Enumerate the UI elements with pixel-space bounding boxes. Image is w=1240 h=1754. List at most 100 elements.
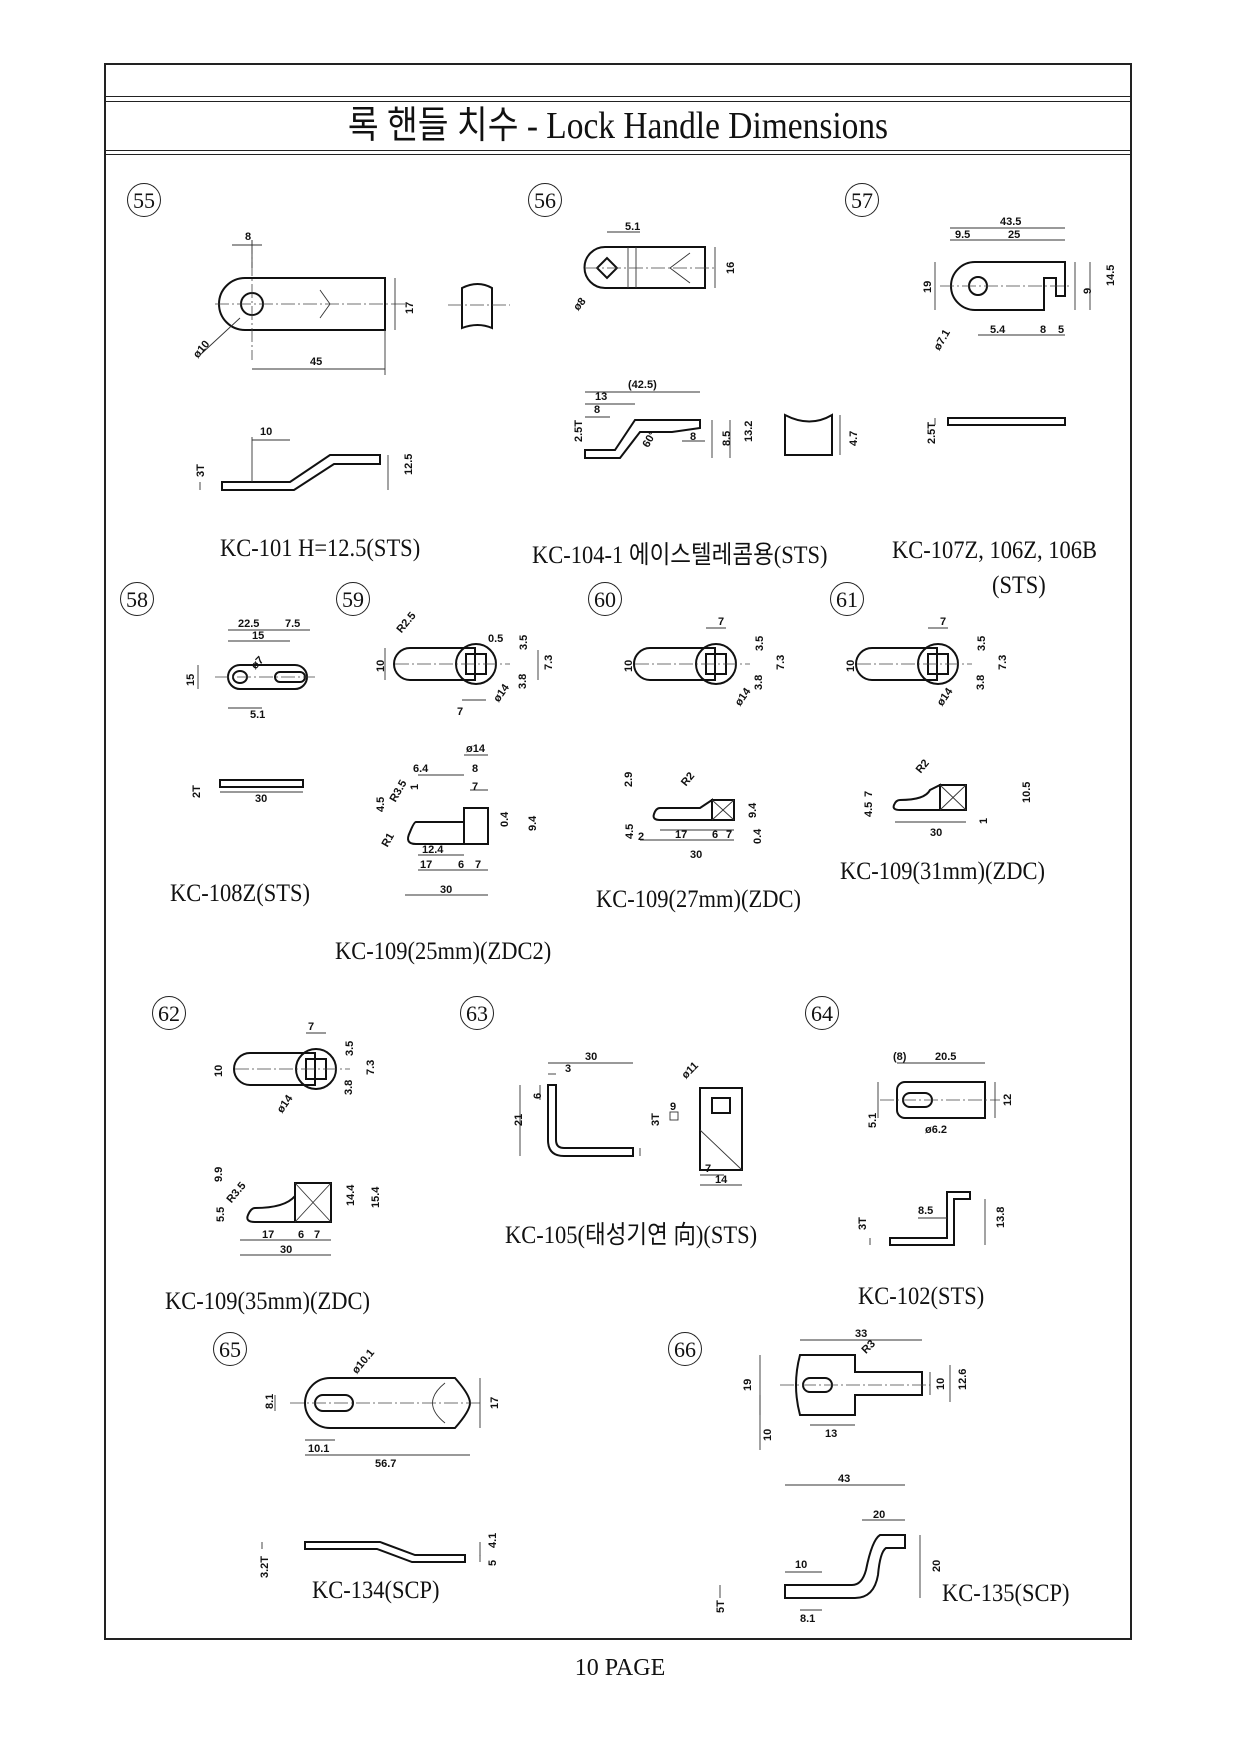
dim-text: 10.5	[1021, 782, 1033, 803]
model-caption-65: KC-134(SCP)	[312, 1577, 440, 1604]
dim-text: 4.5	[375, 797, 387, 812]
dim-text: ø14	[491, 681, 512, 704]
item-number-55: 55	[127, 183, 161, 217]
dim-text: ø14	[466, 743, 486, 755]
dim-text: ø10.1	[350, 1347, 377, 1376]
dim-text: 8	[472, 763, 478, 775]
item-number-63: 63	[460, 996, 494, 1030]
model-caption-62: KC-109(35mm)(ZDC)	[165, 1288, 370, 1315]
dim-text: 3T	[195, 464, 207, 477]
dim-text: 4.1	[487, 1533, 499, 1548]
item-number-60: 60	[588, 582, 622, 616]
dim-text: R2	[679, 770, 697, 788]
dim-text: ø14	[935, 685, 956, 708]
dim-text: 7	[863, 791, 875, 797]
dim-text: 7	[314, 1229, 320, 1241]
dim-text: 7	[726, 829, 732, 841]
dim-text: 20.5	[935, 1051, 956, 1063]
dim-text: 15	[252, 630, 264, 642]
dim-text: 10.1	[308, 1443, 329, 1455]
dim-text: 3T	[857, 1217, 869, 1230]
model-caption-60: KC-109(27mm)(ZDC)	[596, 886, 801, 913]
dim-text: 9	[670, 1101, 676, 1113]
dim-text: 2.5T	[573, 420, 585, 442]
dim-text: 10	[260, 426, 272, 438]
dim-text: 13.2	[743, 421, 755, 442]
dim-text: R3.5	[224, 1180, 248, 1206]
dim-text: 2.5T	[926, 422, 938, 444]
dim-text: 5	[487, 1560, 499, 1566]
dim-text: 15.4	[370, 1186, 382, 1208]
dim-text: 8	[690, 431, 696, 443]
dim-text: 3.5	[754, 636, 766, 651]
dim-text: 8.1	[800, 1613, 815, 1625]
dim-text: 5.1	[625, 221, 640, 233]
dim-text: 8	[245, 231, 251, 243]
dim-text: 1	[409, 784, 421, 790]
dim-text: (42.5)	[628, 379, 657, 391]
item-number-61: 61	[830, 582, 864, 616]
dim-text: 3.8	[753, 675, 765, 690]
dim-text: 3.8	[975, 675, 987, 690]
dim-text: 10	[935, 1378, 947, 1390]
dim-text: 33	[855, 1328, 867, 1340]
dim-text: 7	[475, 859, 481, 871]
dim-text: ø7.1	[932, 328, 953, 353]
drawing-64: (8) 20.5 5.1 12 ø6.2 3T 8.5 13.8	[857, 1051, 1014, 1246]
dim-text: 0.4	[752, 828, 764, 844]
dim-text: 2.9	[623, 772, 635, 787]
dim-text: R3.5	[388, 778, 410, 804]
dim-text: 2T	[191, 785, 203, 798]
dim-text: 43	[838, 1473, 850, 1485]
model-caption-61: KC-109(31mm)(ZDC)	[840, 858, 1045, 885]
drawing-55-side: 10 3T 12.5	[195, 426, 415, 491]
dim-text: 25	[1008, 229, 1020, 241]
drawing-59: R2.5 0.5 3.5 10 7.3 ø14 3.8 7 ø14 6.4 8 …	[375, 610, 555, 896]
dim-text: 5T	[715, 1600, 727, 1613]
dim-text: 30	[280, 1244, 292, 1256]
dim-text: 10	[762, 1429, 774, 1441]
dim-text: 9.9	[213, 1167, 225, 1182]
dim-text: ø6.2	[925, 1124, 947, 1136]
dim-text: 8.5	[918, 1205, 933, 1217]
dim-text: 3.5	[976, 636, 988, 651]
dim-text: R3	[860, 1338, 878, 1356]
dim-text: 10	[375, 660, 387, 672]
dim-text: 6	[532, 1093, 544, 1099]
drawing-57-side: 2.5T	[926, 417, 1066, 444]
drawing-60: 7 3.5 10 7.3 ø14 3.8 2.9 R2 4.5 2 17 6 7…	[623, 616, 787, 861]
dim-text: 5	[1058, 324, 1064, 336]
model-caption-66: KC-135(SCP)	[942, 1580, 1070, 1607]
dim-text: 6.4	[413, 763, 429, 775]
dim-text: 12.4	[422, 844, 444, 856]
dim-text: 3.2T	[259, 1556, 271, 1578]
dim-text: 4.5	[624, 824, 636, 839]
dim-text: 0.4	[499, 811, 511, 827]
dim-text: 43.5	[1000, 216, 1021, 228]
dim-text: 2	[638, 831, 644, 843]
dim-text: 10	[213, 1065, 225, 1077]
item-number-66: 66	[668, 1332, 702, 1366]
dim-text: 30	[690, 849, 702, 861]
dim-text: R2.5	[394, 610, 418, 636]
dim-text: 17	[404, 302, 416, 314]
dim-text: 10	[845, 660, 857, 672]
dim-text: 16	[725, 262, 737, 274]
dim-text: 20	[873, 1509, 885, 1521]
drawing-58: 22.5 7.5 15 ø7 15 5.1 2T 30	[185, 618, 315, 805]
model-caption-57: KC-107Z, 106Z, 106B	[892, 537, 1098, 564]
dim-text: 7	[308, 1021, 314, 1033]
drawing-63: 30 3 6 21 3T ø11 9 7 14	[513, 1051, 743, 1186]
dim-text: 12.6	[957, 1369, 969, 1390]
dim-text: 7	[718, 616, 724, 628]
dim-text: 7.5	[285, 618, 300, 630]
dim-text: 9	[1082, 288, 1094, 294]
dim-text: 19	[922, 281, 934, 293]
dim-text: 45	[310, 356, 322, 368]
dim-text: 10	[795, 1559, 807, 1571]
dim-text: 30	[585, 1051, 597, 1063]
dim-text: 17	[262, 1229, 274, 1241]
drawing-55-plan: 8 17 45 ø10	[191, 231, 510, 375]
dim-text: ø14	[733, 685, 754, 708]
